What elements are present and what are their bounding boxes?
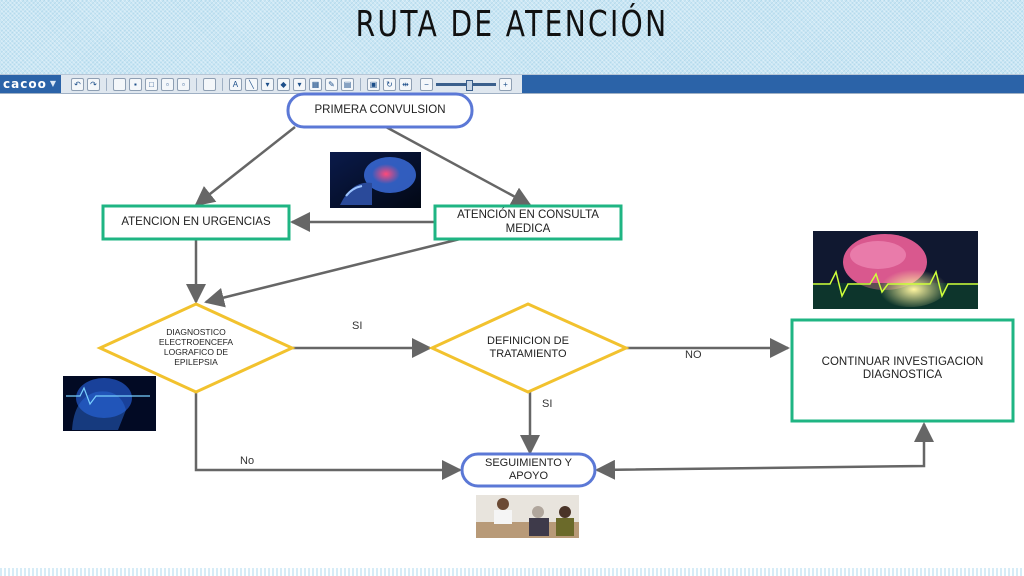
node-consulta-label: ATENCIÓN EN CONSULTA MEDICA <box>457 209 599 235</box>
fill-icon[interactable]: ◆ <box>276 77 290 91</box>
toolbar-divider <box>195 77 197 91</box>
edge-primera-consulta <box>385 125 532 207</box>
grid-icon[interactable]: ▤ <box>340 77 354 91</box>
zoom-control: − + <box>419 77 512 91</box>
redo-icon[interactable]: ↷ <box>86 77 100 91</box>
edge-consulta-diagnostico <box>204 237 461 308</box>
logo-dropdown-icon: ▼ <box>49 79 57 88</box>
edges <box>186 125 934 480</box>
zoom-in-icon[interactable]: + <box>498 77 512 91</box>
brain-heartbeat-image <box>813 231 978 309</box>
edge-seguimiento-continuar <box>595 422 934 480</box>
delete-icon[interactable] <box>202 77 216 91</box>
copy-icon[interactable]: ▫ <box>160 77 174 91</box>
undo-icon[interactable]: ↶ <box>70 77 84 91</box>
node-primera-label: PRIMERA CONVULSION <box>314 103 446 116</box>
edge-label-no-definicion: NO <box>685 349 702 361</box>
doctor-consultation-image <box>476 495 579 538</box>
node-seguimiento <box>460 452 597 488</box>
edge-primera-urgencias <box>194 126 296 207</box>
pencil-icon[interactable]: ✎ <box>324 77 338 91</box>
new-page-icon[interactable] <box>112 77 126 91</box>
slide-title: RUTA DE ATENCIÓN <box>355 4 669 45</box>
cacoo-logo[interactable]: cacoo ▼ <box>0 75 61 93</box>
zoom-out-icon[interactable]: − <box>419 77 433 91</box>
node-atencion-consulta <box>433 204 623 241</box>
edge-label-si-diagnostico: SI <box>352 320 363 332</box>
edge-diagnostico-seguimiento <box>194 392 462 480</box>
edge-label-si-definicion: SI <box>542 398 553 410</box>
node-primera-convulsion <box>286 92 474 129</box>
node-seguimiento-label: SEGUIMIENTO Y APOYO <box>484 457 572 482</box>
node-definicion-label: DEFINICION DE TRATAMIENTO <box>487 335 569 360</box>
toolbar-divider <box>221 77 223 91</box>
node-diagnostico <box>96 302 296 394</box>
node-continuar-label: CONTINUAR INVESTIGACION DIAGNOSTICA <box>821 355 984 381</box>
table-icon[interactable]: ▦ <box>308 77 322 91</box>
slide-header: RUTA DE ATENCIÓN <box>0 0 1024 74</box>
node-definicion <box>428 302 630 394</box>
node-continuar <box>790 318 1015 423</box>
shape-icon[interactable]: □ <box>144 77 158 91</box>
align-icon[interactable]: ⇹ <box>398 77 412 91</box>
paste-icon[interactable]: ▫ <box>176 77 190 91</box>
zoom-slider[interactable] <box>435 79 496 91</box>
edge-label-no-diagnostico: No <box>240 455 255 467</box>
brain-pain-image <box>330 152 421 208</box>
line-style-icon[interactable]: ▾ <box>260 77 274 91</box>
node-atencion-urgencias <box>101 204 291 241</box>
text-icon[interactable]: A <box>228 77 242 91</box>
zoom-slider-knob[interactable] <box>465 79 473 91</box>
layout-icon[interactable]: ▣ <box>366 77 380 91</box>
toolbar-fill <box>521 75 1024 93</box>
toolbar-divider <box>105 77 107 91</box>
image-icon[interactable]: ▪ <box>128 77 142 91</box>
rotate-icon[interactable]: ↻ <box>382 77 396 91</box>
toolbar-tools: ↶ ↷ ▪ □ ▫ ▫ A ╲ ▾ ◆ ▾ ▦ ✎ ▤ ▣ ↻ ⇹ <box>70 77 412 91</box>
connector-icon[interactable]: ╲ <box>244 77 258 91</box>
footer-strip <box>0 568 1024 576</box>
fill-dropdown-icon[interactable]: ▾ <box>292 77 306 91</box>
node-urgencias-label: ATENCION EN URGENCIAS <box>121 215 271 228</box>
cacoo-toolbar: cacoo ▼ ↶ ↷ ▪ □ ▫ ▫ A ╲ ▾ ◆ ▾ ▦ ✎ ▤ ▣ ↻ … <box>0 74 1024 94</box>
toolbar-divider <box>359 77 361 91</box>
node-diagnostico-label: DIAGNOSTICO ELECTROENCEFA LOGRAFICO DE E… <box>158 327 234 367</box>
brain-xray-image <box>63 376 156 431</box>
logo-text: cacoo <box>3 77 47 91</box>
